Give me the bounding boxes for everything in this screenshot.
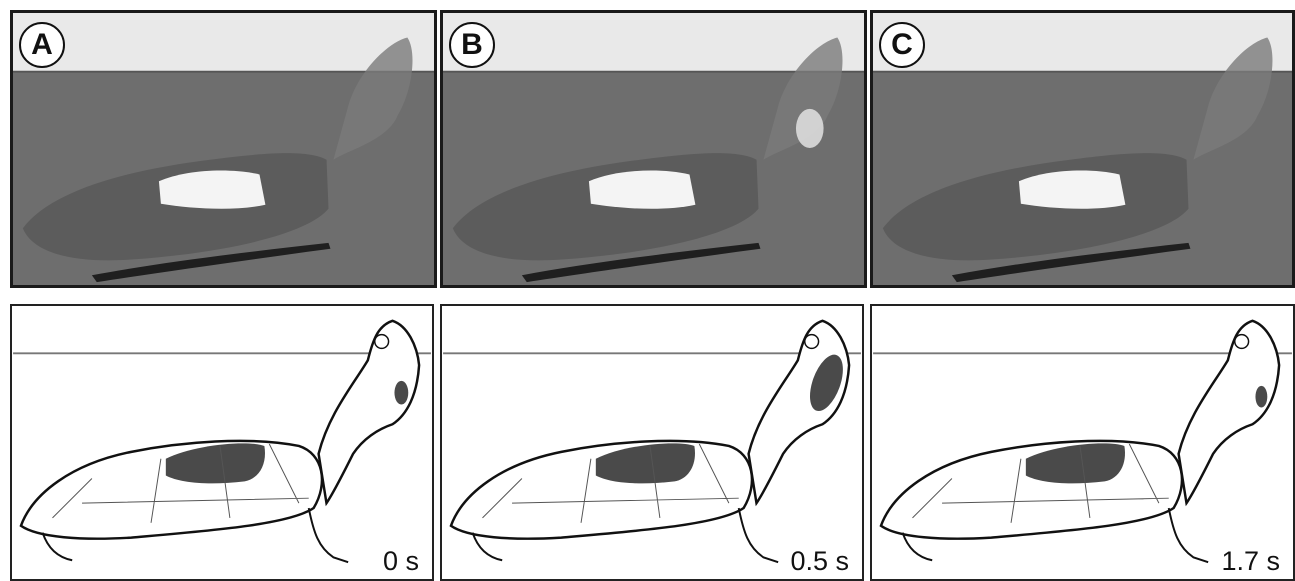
panel-label-b: B	[449, 22, 495, 68]
turtle-xray-icon	[443, 13, 864, 285]
panel-label-c: C	[879, 22, 925, 68]
time-label-b: 0.5 s	[787, 545, 852, 577]
turtle-xray-icon	[873, 13, 1292, 285]
turtle-drawing-icon	[872, 306, 1293, 579]
drawing-frame-c: 1.7 s	[870, 304, 1295, 581]
xray-frame-a: A	[10, 10, 437, 288]
turtle-drawing-icon	[442, 306, 862, 579]
turtle-drawing-icon	[12, 306, 432, 579]
turtle-xray-icon	[13, 13, 434, 285]
xray-frame-b: B	[440, 10, 867, 288]
xray-frame-c: C	[870, 10, 1295, 288]
time-label-c: 1.7 s	[1218, 545, 1283, 577]
panel-label-a: A	[19, 22, 65, 68]
drawing-frame-b: 0.5 s	[440, 304, 864, 581]
time-label-a: 0 s	[380, 545, 422, 577]
drawing-frame-a: 0 s	[10, 304, 434, 581]
